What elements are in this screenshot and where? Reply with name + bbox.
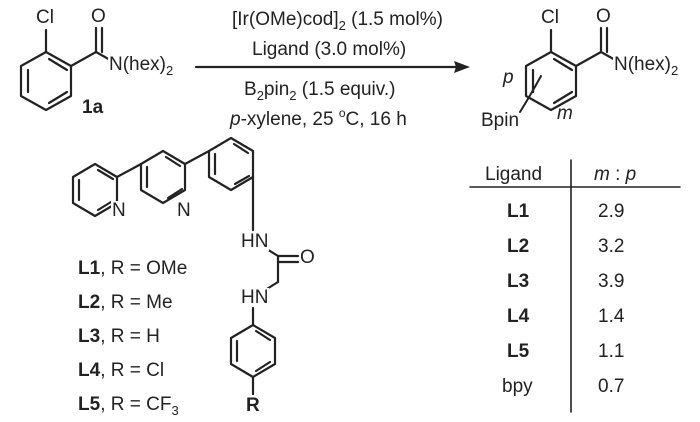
ligand-hn1-label: HN <box>240 231 270 252</box>
product-ring <box>519 26 619 113</box>
ligand-pyridine-2 <box>139 149 187 205</box>
condition-solvent: p-xylene, 25 oC, 16 h <box>230 106 407 130</box>
substrate-amide-label: N(hex)2 <box>108 54 175 78</box>
product-bpin-label: Bpin <box>481 110 520 131</box>
substrate-compound-label: 1a <box>82 97 104 118</box>
ligand-phenyl <box>207 136 255 192</box>
ligand-r-label: R <box>245 395 261 416</box>
table-cell-ratio: 1.1 <box>598 341 625 362</box>
table-cell-ratio: 3.2 <box>598 236 625 257</box>
reaction-arrow <box>194 61 470 73</box>
product-para-label: p <box>503 67 514 88</box>
substrate-o-label: O <box>90 6 107 27</box>
table-lines <box>469 159 681 413</box>
ligand-list-item: L1, R = OMe <box>78 258 188 279</box>
table-cell-ligand: L4 <box>507 306 530 327</box>
table-cell-ratio: 2.9 <box>598 201 625 222</box>
table-cell-ratio: 0.7 <box>598 376 625 397</box>
ligand-list-item: L4, R = Cl <box>78 360 165 381</box>
ligand-n2-label: N <box>176 200 192 221</box>
table-cell-ligand: bpy <box>502 376 533 397</box>
product-cl-label: Cl <box>540 7 560 28</box>
ligand-hn2-label: HN <box>240 287 270 308</box>
table-cell-ligand: L1 <box>507 201 530 222</box>
ligand-list-item: L2, R = Me <box>78 292 173 313</box>
condition-boron: B2pin2 (1.5 equiv.) <box>244 79 396 103</box>
biaryl-bond <box>183 149 211 166</box>
product-o-label: O <box>595 6 612 27</box>
ligand-o-label: O <box>299 247 316 268</box>
table-cell-ligand: L3 <box>507 271 530 292</box>
ligand-aryl-r <box>229 323 277 396</box>
product-amide-label: N(hex)2 <box>613 54 680 78</box>
substrate-cl-label: Cl <box>35 7 55 28</box>
table-cell-ratio: 3.9 <box>598 271 625 292</box>
table-cell-ligand: L2 <box>507 236 530 257</box>
urea-group <box>251 244 300 327</box>
bipyridine-bond <box>115 162 143 179</box>
substrate-ring <box>19 26 114 112</box>
condition-catalyst: [Ir(OMe)cod]2 (1.5 mol%) <box>232 9 443 33</box>
condition-ligand: Ligand (3.0 mol%) <box>252 39 407 60</box>
table-cell-ratio: 1.4 <box>598 306 625 327</box>
table-header-ratio: m : p <box>594 164 637 185</box>
ligand-list-item: L3, R = H <box>78 326 160 347</box>
ligand-list-item: L5, R = CF3 <box>78 394 179 418</box>
table-cell-ligand: L5 <box>507 341 530 362</box>
ligand-n1-label: N <box>111 200 127 221</box>
product-meta-label: m <box>557 103 573 124</box>
table-header-ligand: Ligand <box>485 164 543 185</box>
